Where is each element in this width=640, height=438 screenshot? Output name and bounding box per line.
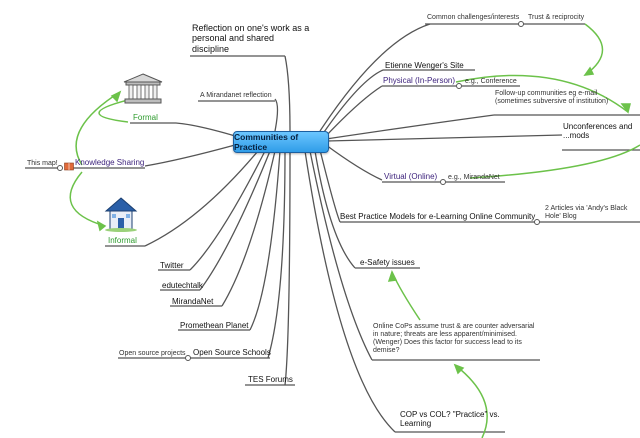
trust-topic[interactable]: Trust & reciprocity (528, 14, 585, 21)
link-virtual-unconf (469, 144, 640, 179)
connector-virtual (325, 144, 383, 181)
reflection-topic[interactable]: Reflection on one's work as a personal a… (192, 23, 310, 54)
common-challenges-topic[interactable]: Common challenges/interests (427, 14, 520, 21)
link-trust (584, 23, 604, 76)
unconferences-topic[interactable]: Unconferences and ...mods (563, 122, 633, 141)
connector-cop-vs-col (304, 150, 396, 433)
eg-conference-topic[interactable]: e.g., Conference (465, 78, 517, 85)
online-cops-topic[interactable]: Online CoPs assume trust & are counter a… (373, 323, 535, 355)
connector-physical (324, 85, 383, 138)
open-source-projects-topic[interactable]: Open source projects (119, 350, 186, 357)
open-source-schools-topic[interactable]: Open Source Schools (193, 348, 271, 357)
mirandanet-topic[interactable]: MirandaNet (172, 297, 214, 306)
connector-unconferences (326, 134, 563, 142)
esafety-topic[interactable]: e-Safety issues (360, 258, 415, 267)
book-icon (64, 158, 74, 176)
informal-topic[interactable]: Informal (108, 236, 137, 245)
physical-topic[interactable]: Physical (In-Person) (383, 76, 456, 85)
link-knowledge-informal (69, 171, 106, 227)
wenger-site-topic[interactable]: Etienne Wenger's Site (385, 61, 464, 70)
link-formal (98, 99, 129, 123)
two-articles-topic[interactable]: 2 Articles via 'Andy's Black Hole' Blog (545, 205, 628, 221)
edutechtalk-topic[interactable]: edutechtalk (162, 281, 203, 290)
link-knowledge-formal (75, 91, 121, 166)
connector-edutechtalk (199, 150, 271, 291)
connector-twitter (189, 150, 266, 271)
cop-vs-col-topic[interactable]: COP vs COL? "Practice" vs. Learning (400, 410, 500, 429)
connector-wenger (321, 69, 384, 136)
central-topic[interactable]: Communities of Practice (233, 131, 329, 153)
best-practice-topic[interactable]: Best Practice Models for e-Learning Onli… (340, 212, 536, 221)
connector-follow-up (325, 114, 495, 140)
tes-forums-topic[interactable]: TES Forums (248, 375, 293, 384)
formal-topic[interactable]: Formal (133, 113, 158, 122)
twitter-topic[interactable]: Twitter (160, 261, 184, 270)
virtual-topic[interactable]: Virtual (Online) (384, 172, 438, 181)
connector-knowledge (144, 144, 236, 167)
connector-mirandanet-reflection (274, 98, 279, 132)
connector-online-cops (309, 150, 373, 361)
connector-reflection (284, 55, 291, 132)
building-icon (122, 72, 164, 109)
follow-up-topic[interactable]: Follow-up communities eg e-mail (sometim… (495, 90, 609, 106)
connector-best-practice (319, 149, 341, 223)
house-icon (104, 196, 138, 237)
connector-informal (144, 150, 259, 247)
connector-common-challenges (319, 23, 431, 132)
connector-tes (284, 150, 291, 386)
connector-promethean (249, 150, 281, 331)
connector-miranda (221, 150, 276, 307)
knowledge-sharing-topic[interactable]: Knowledge Sharing (75, 158, 145, 167)
link-cops-col (454, 364, 488, 438)
connector-esafety (314, 150, 356, 269)
link-physical-unconf (455, 74, 629, 113)
promethean-topic[interactable]: Promethean Planet (180, 321, 249, 330)
this-map-topic[interactable]: This map! (27, 160, 58, 167)
eg-mirandanet-topic[interactable]: e.g., MirandaNet (448, 174, 500, 181)
mirandanet-reflection-topic[interactable]: A Mirandanet reflection (200, 92, 272, 99)
connector-open-source (267, 150, 286, 359)
